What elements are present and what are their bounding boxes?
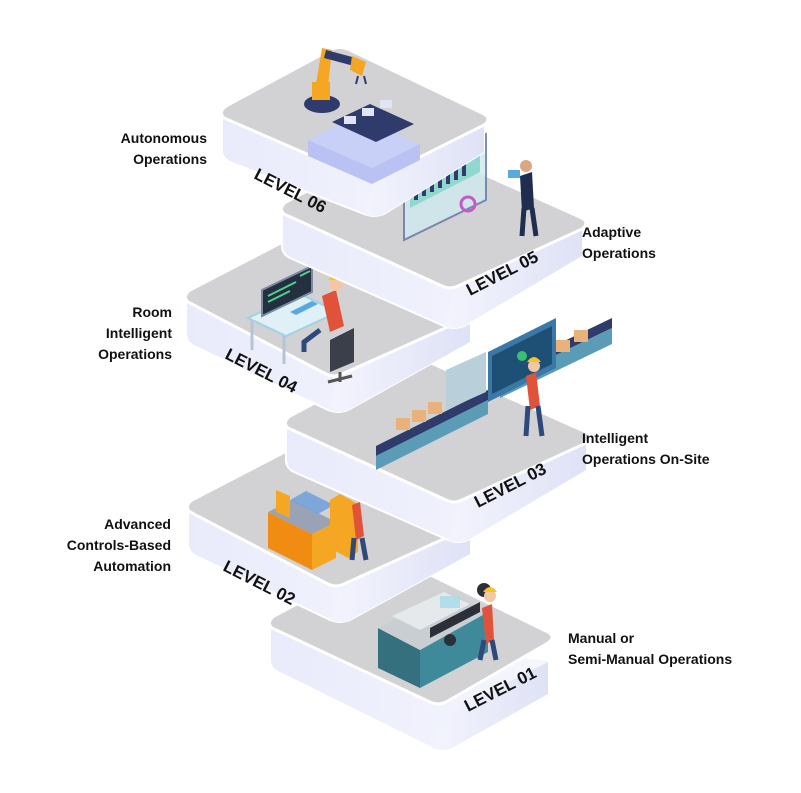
title-line: Operations xyxy=(582,245,656,261)
title-line: Autonomous xyxy=(120,130,207,146)
title-line: Operations On-Site xyxy=(582,451,710,467)
title-line: Manual or xyxy=(568,630,635,646)
title-line: Adaptive xyxy=(582,224,642,240)
scene-robot-arm-assembly xyxy=(304,48,420,184)
title-level-05: Adaptive Operations xyxy=(582,222,656,264)
title-level-06: Autonomous Operations xyxy=(121,128,207,170)
title-level-04: Room Intelligent Operations xyxy=(98,302,172,365)
scene-conveyor-touch-panel xyxy=(376,318,612,470)
title-line: Room xyxy=(132,304,172,320)
title-line: Advanced xyxy=(104,516,171,532)
title-line: Controls-Based xyxy=(66,537,171,553)
scene-manual-lathe xyxy=(378,583,499,688)
scene-control-room-desk xyxy=(245,264,354,384)
title-line: Operations xyxy=(133,151,207,167)
title-line: Operations xyxy=(98,346,172,362)
title-level-03: Intelligent Operations On-Site xyxy=(582,428,710,470)
title-line: Automation xyxy=(93,558,171,574)
scene-cnc-machine xyxy=(268,455,369,570)
title-line: Intelligent xyxy=(582,430,649,446)
title-line: Intelligent xyxy=(105,325,172,341)
title-line: Semi-Manual Operations xyxy=(568,651,733,667)
title-level-02: Advanced Controls-Based Automation xyxy=(67,514,171,577)
title-level-01: Manual or Semi-Manual Operations xyxy=(568,628,732,670)
